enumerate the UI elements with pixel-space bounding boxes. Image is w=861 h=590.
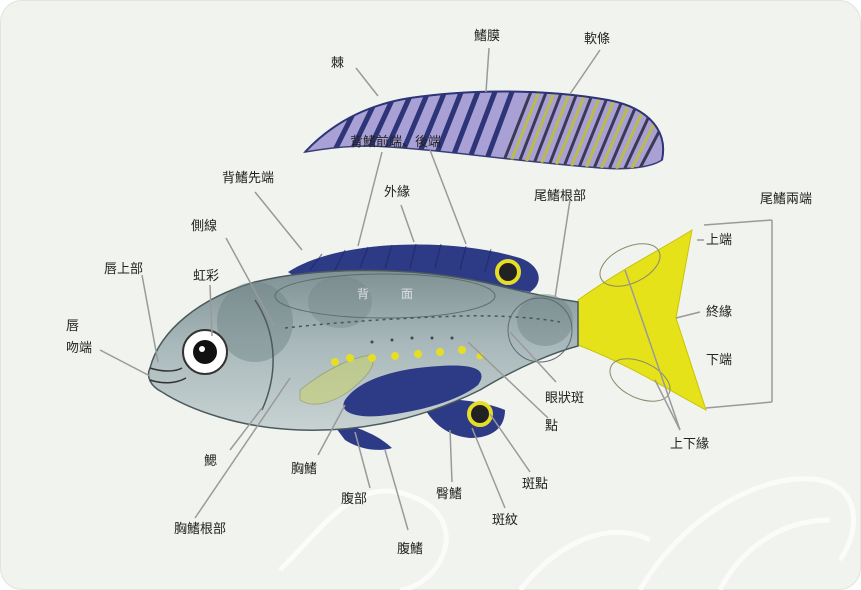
- label-snout-tip: 吻端: [66, 342, 92, 355]
- label-spot: 斑點: [522, 478, 548, 491]
- label-soft-ray: 軟條: [584, 33, 610, 46]
- label-stripe: 斑紋: [492, 514, 518, 527]
- label-fin-membrane: 鰭膜: [474, 30, 500, 43]
- label-lower-end: 下端: [706, 354, 732, 367]
- label-pectoral-fin: 胸鰭: [291, 463, 317, 476]
- label-spine: 棘: [331, 57, 344, 70]
- label-belly: 腹部: [341, 493, 367, 506]
- label-lip: 唇: [66, 320, 79, 333]
- label-lip-upper: 唇上部: [104, 263, 143, 276]
- label-dorsal-front-back: 背鰭前端、後端: [350, 136, 441, 149]
- label-lateral-line: 側線: [191, 220, 217, 233]
- label-eyespot: 眼狀斑: [545, 392, 584, 405]
- label-outer-edge: 外緣: [384, 186, 410, 199]
- label-back-surface: 背 面: [357, 288, 423, 300]
- label-caudal-base: 尾鰭根部: [534, 190, 586, 203]
- label-terminal-edge: 終緣: [706, 306, 732, 319]
- label-dot: 點: [545, 420, 558, 433]
- label-anal-fin: 臀鰭: [436, 488, 462, 501]
- dorsal-fin-detail: [305, 89, 663, 169]
- label-caudal-ends: 尾鰭兩端: [760, 193, 812, 206]
- label-pectoral-base: 胸鰭根部: [174, 523, 226, 536]
- label-pelvic-fin: 腹鰭: [397, 543, 423, 556]
- label-upper-lower-edge: 上下緣: [670, 438, 709, 451]
- label-upper-end: 上端: [706, 234, 732, 247]
- label-iris: 虹彩: [193, 270, 219, 283]
- label-dorsal-tip: 背鰭先端: [222, 172, 274, 185]
- label-gill: 鰓: [204, 455, 217, 468]
